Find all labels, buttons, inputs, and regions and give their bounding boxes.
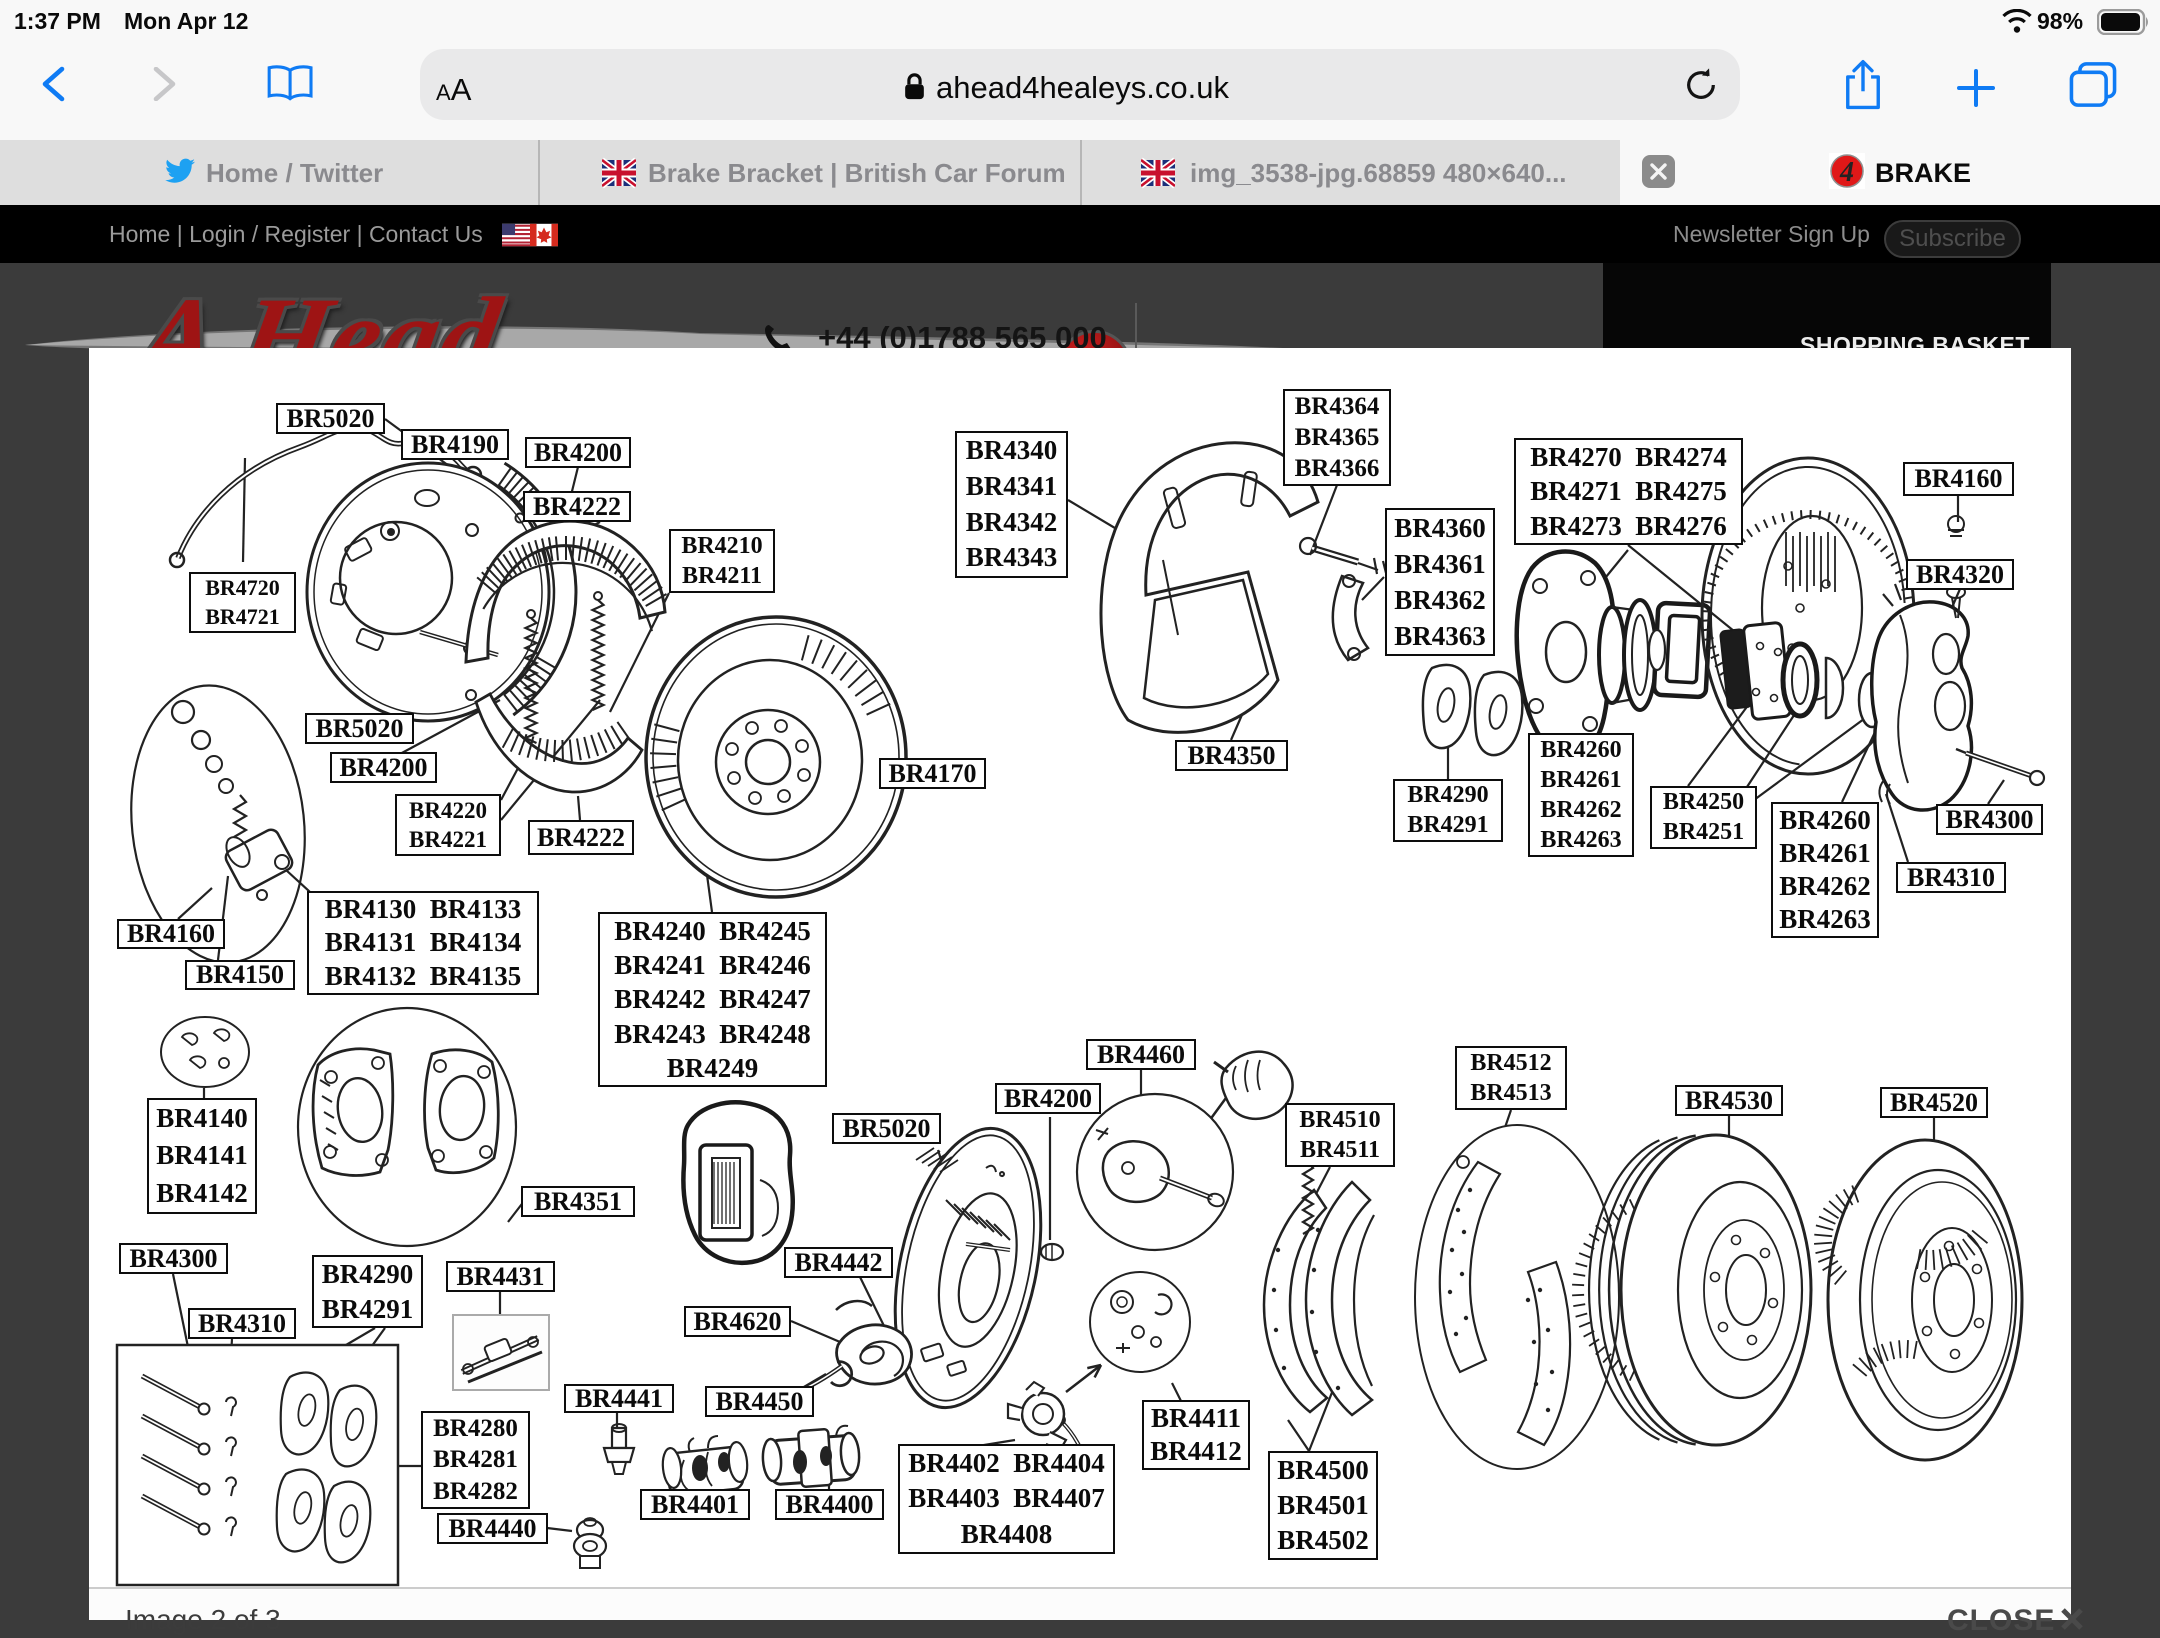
svg-text:4: 4: [1839, 157, 1854, 188]
